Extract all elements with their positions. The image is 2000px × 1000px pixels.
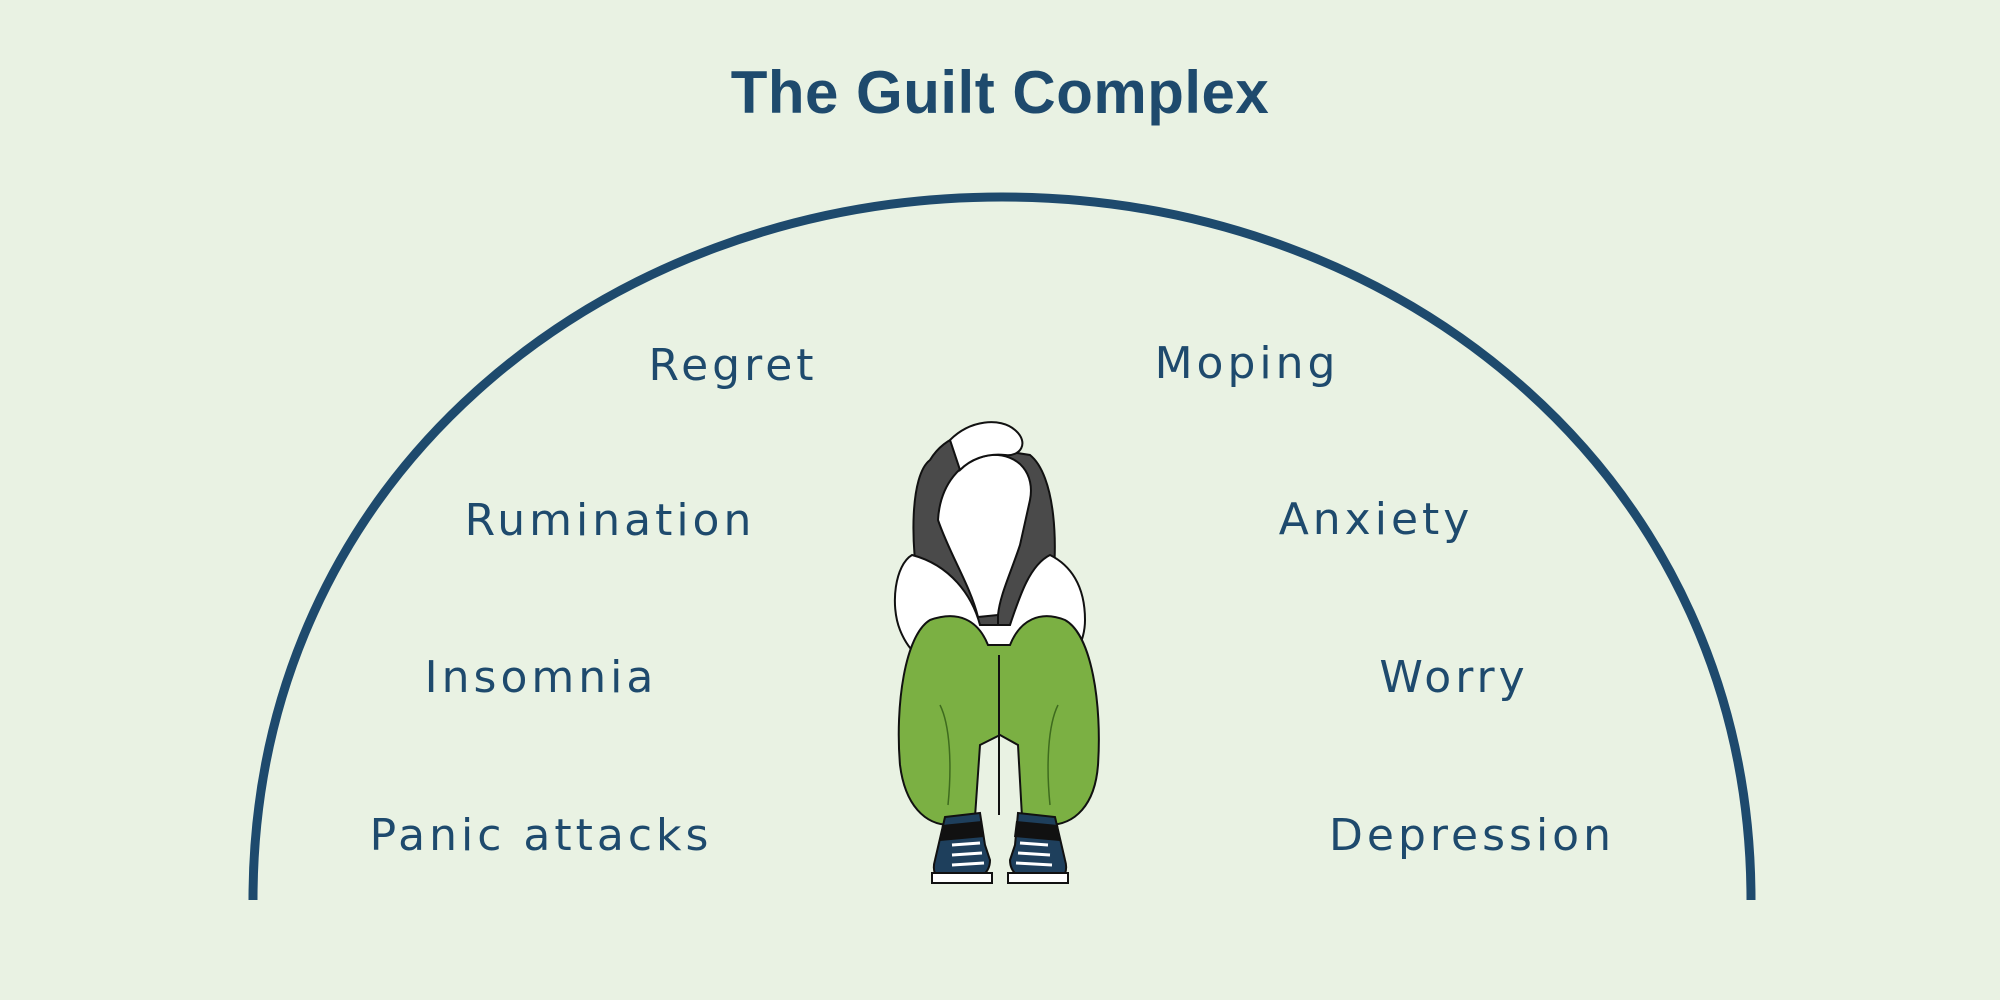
term-depression: Depression (1329, 810, 1615, 861)
term-moping: Moping (1154, 338, 1340, 389)
person-sitting-hugging-knees-icon (893, 421, 1100, 884)
term-insomnia: Insomnia (424, 652, 658, 703)
term-worry: Worry (1379, 652, 1529, 703)
diagram-title: The Guilt Complex (730, 59, 1270, 126)
term-rumination: Rumination (464, 495, 756, 546)
term-panic-attacks: Panic attacks (369, 810, 713, 861)
term-anxiety: Anxiety (1278, 494, 1474, 545)
term-regret: Regret (648, 340, 818, 391)
